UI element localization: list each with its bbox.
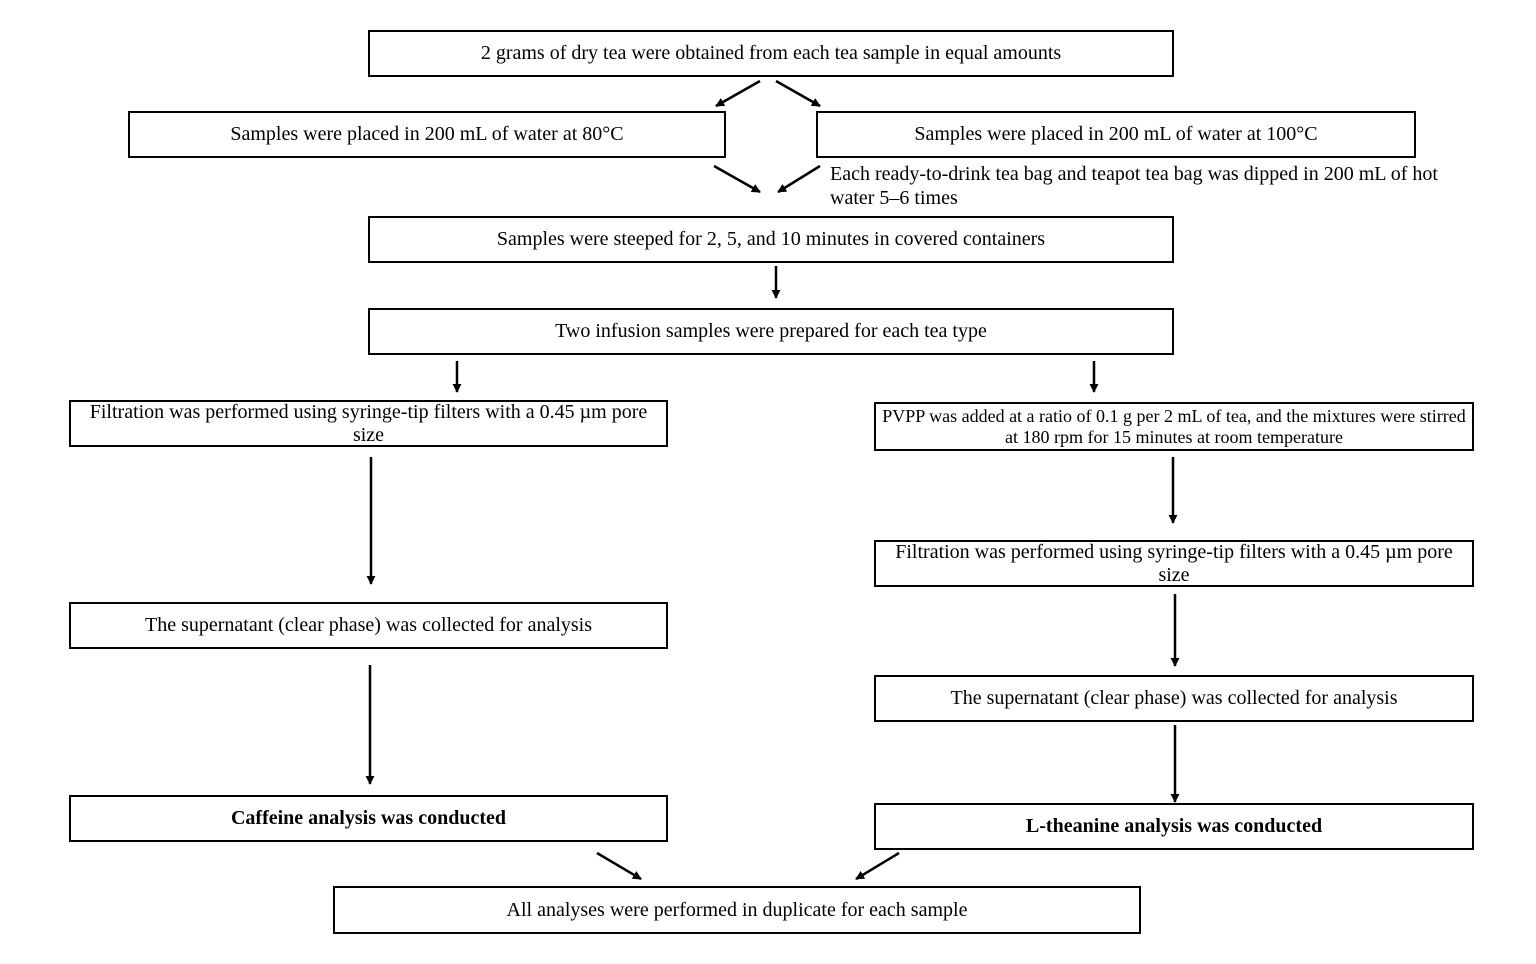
arrow-80-to-steeped bbox=[713, 164, 761, 194]
step-two-infusions: Two infusion samples were prepared for e… bbox=[368, 308, 1174, 355]
arrow-dry-to-100 bbox=[775, 79, 821, 108]
step-duplicate: All analyses were performed in duplicate… bbox=[333, 886, 1141, 934]
step-theanine: L-theanine analysis was conducted bbox=[874, 803, 1474, 850]
step-caffeine: Caffeine analysis was conducted bbox=[69, 795, 668, 842]
step-water-100: Samples were placed in 200 mL of water a… bbox=[816, 111, 1416, 158]
arrow-theanine-to-duplicate bbox=[855, 851, 900, 881]
step-right-filtration: Filtration was performed using syringe-t… bbox=[874, 540, 1474, 587]
arrow-100-to-steeped bbox=[777, 164, 821, 194]
step-dry-tea: 2 grams of dry tea were obtained from ea… bbox=[368, 30, 1174, 77]
step-left-filtration: Filtration was performed using syringe-t… bbox=[69, 400, 668, 447]
step-pvpp: PVPP was added at a ratio of 0.1 g per 2… bbox=[874, 402, 1474, 451]
step-water-80: Samples were placed in 200 mL of water a… bbox=[128, 111, 726, 158]
step-right-supernatant: The supernatant (clear phase) was collec… bbox=[874, 675, 1474, 722]
step-steeped: Samples were steeped for 2, 5, and 10 mi… bbox=[368, 216, 1174, 263]
tea-bag-note: Each ready-to-drink tea bag and teapot t… bbox=[830, 163, 1438, 209]
arrow-dry-to-80 bbox=[715, 79, 761, 108]
step-left-supernatant: The supernatant (clear phase) was collec… bbox=[69, 602, 668, 649]
arrow-caffeine-to-duplicate bbox=[596, 851, 642, 881]
